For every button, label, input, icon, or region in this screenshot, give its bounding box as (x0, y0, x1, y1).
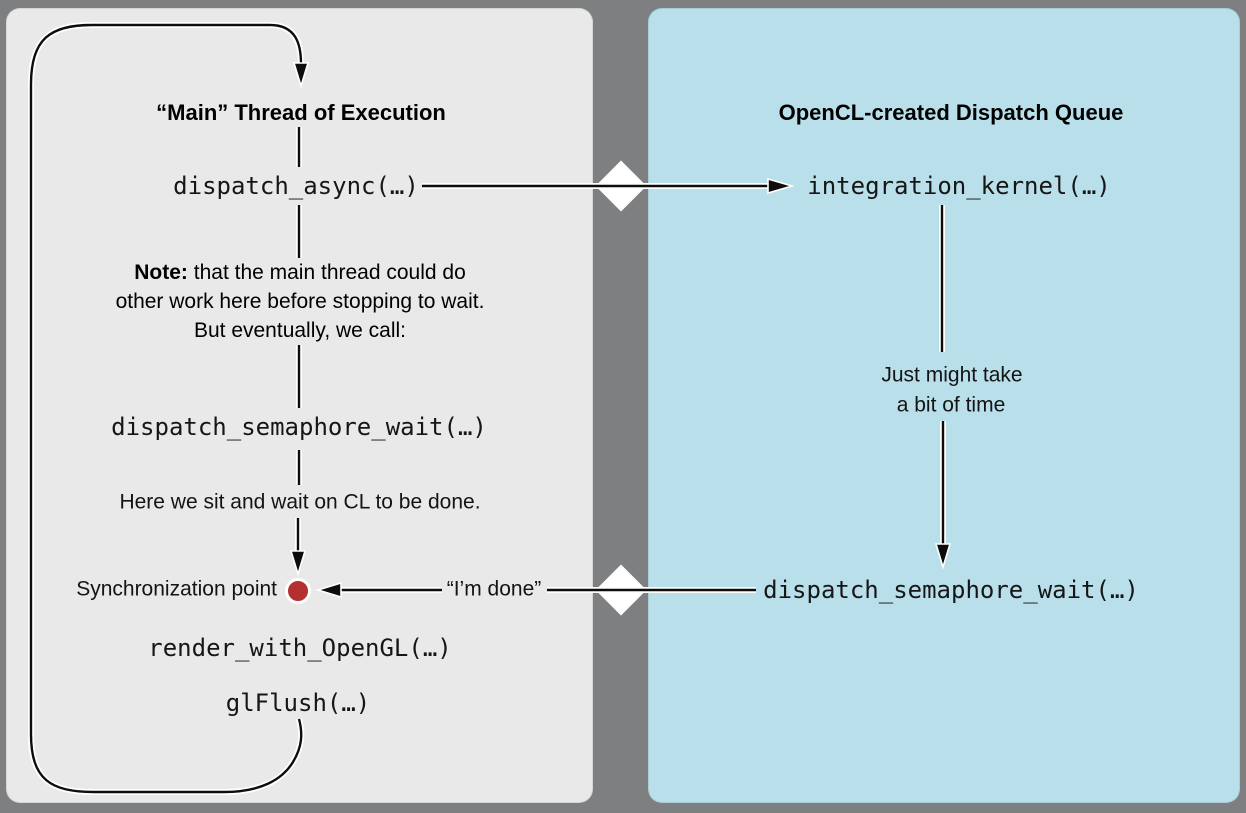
note-line2: other work here before stopping to wait. (115, 290, 485, 313)
note-line1: that the main thread could do (193, 261, 466, 284)
note-line3: But eventually, we call: (193, 319, 407, 342)
main-thread-title: “Main” Thread of Execution (156, 100, 446, 125)
dispatch-semaphore-wait-call-main: dispatch_semaphore_wait(…) (111, 413, 487, 441)
integration-kernel-call: integration_kernel(…) (807, 172, 1111, 200)
gap-diamond-top (595, 160, 647, 212)
dispatch-queue-title: OpenCL-created Dispatch Queue (778, 100, 1124, 125)
note-label: Note: (134, 261, 188, 284)
dispatch-async-call: dispatch_async(…) (173, 172, 419, 200)
main-thread-panel (6, 8, 593, 803)
wait-caption: Here we sit and wait on CL to be done. (119, 490, 481, 514)
glflush-call: glFlush(…) (225, 689, 371, 717)
sync-point-label: Synchronization point (76, 577, 277, 601)
im-done-label: “I’m done” (446, 577, 542, 601)
render-with-opengl-call: render_with_OpenGL(…) (148, 634, 452, 662)
dispatch-queue-panel (648, 8, 1240, 803)
duration-note-line1: Just might take (881, 363, 1023, 387)
note-text: Note: that the main thread could do othe… (116, 258, 485, 345)
dispatch-semaphore-wait-call-queue: dispatch_semaphore_wait(…) (763, 576, 1139, 604)
duration-note-line2: a bit of time (896, 393, 1006, 417)
gap-diamond-bottom (595, 564, 647, 616)
